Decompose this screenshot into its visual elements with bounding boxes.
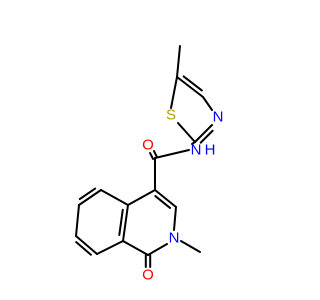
atom-label-n3_thz: N	[213, 109, 224, 126]
bond-c5_thz-c4_thz-b	[182, 75, 203, 92]
bond-c4a_iq-c4_iq	[127, 189, 156, 206]
atom-label-o_amide: O	[142, 137, 154, 154]
bond-c_carbonyl-o_amide-b	[149, 151, 155, 160]
bond-n_amide-c_carbonyl	[154, 149, 190, 159]
bond-c_me_thz-c5_thz	[176, 45, 181, 78]
atom-label-o_lactam: O	[142, 267, 154, 284]
bond-c2_thz-s1_thz	[177, 122, 196, 143]
bond-c2_thz-n_amide	[191, 141, 196, 145]
atom-label-h_amide: H	[205, 142, 216, 159]
bond-c3_iq-n2_iq	[173, 206, 177, 231]
bond-c5_iq-c6_iq-b	[78, 187, 97, 201]
bond-c5_iq-c6_iq-a	[78, 189, 102, 206]
bond-n2_iq-c_me_n	[180, 240, 201, 253]
atom-label-n_amide: N	[191, 142, 202, 159]
bond-n3_thz-c2_thz-b	[199, 129, 214, 144]
bond-n2_iq-c1_iq	[147, 243, 168, 256]
bonds-layer	[75, 45, 214, 268]
bond-c4_iq-c3_iq-a	[154, 189, 177, 208]
bond-c6_iq-c7_iq	[75, 204, 80, 237]
bond-c5_thz-c4_thz-a	[176, 76, 204, 98]
bond-c_carbonyl-o_amide-a	[152, 150, 158, 159]
bond-c1_iq-c8a_iq	[122, 240, 149, 256]
bond-c7_iq-c8_iq-b	[75, 241, 92, 256]
bond-c8a_iq-c4a_iq-a	[122, 204, 129, 242]
bond-n3_thz-c2_thz-a	[194, 124, 213, 143]
bond-c4a_iq-c5_iq	[100, 189, 129, 206]
bond-c4_thz-n3_thz	[202, 96, 213, 111]
bond-c7_iq-c8_iq-a	[75, 235, 98, 255]
bond-s1_thz-c5_thz	[170, 76, 178, 109]
atom-label-s1_thz: S	[166, 107, 176, 124]
atom-label-n2_iq: N	[169, 230, 180, 247]
bond-c8a_iq-c4a_iq-b	[118, 208, 124, 236]
bond-c4_iq-c3_iq-b	[154, 195, 172, 209]
bond-c8_iq-c8a_iq	[96, 240, 124, 255]
